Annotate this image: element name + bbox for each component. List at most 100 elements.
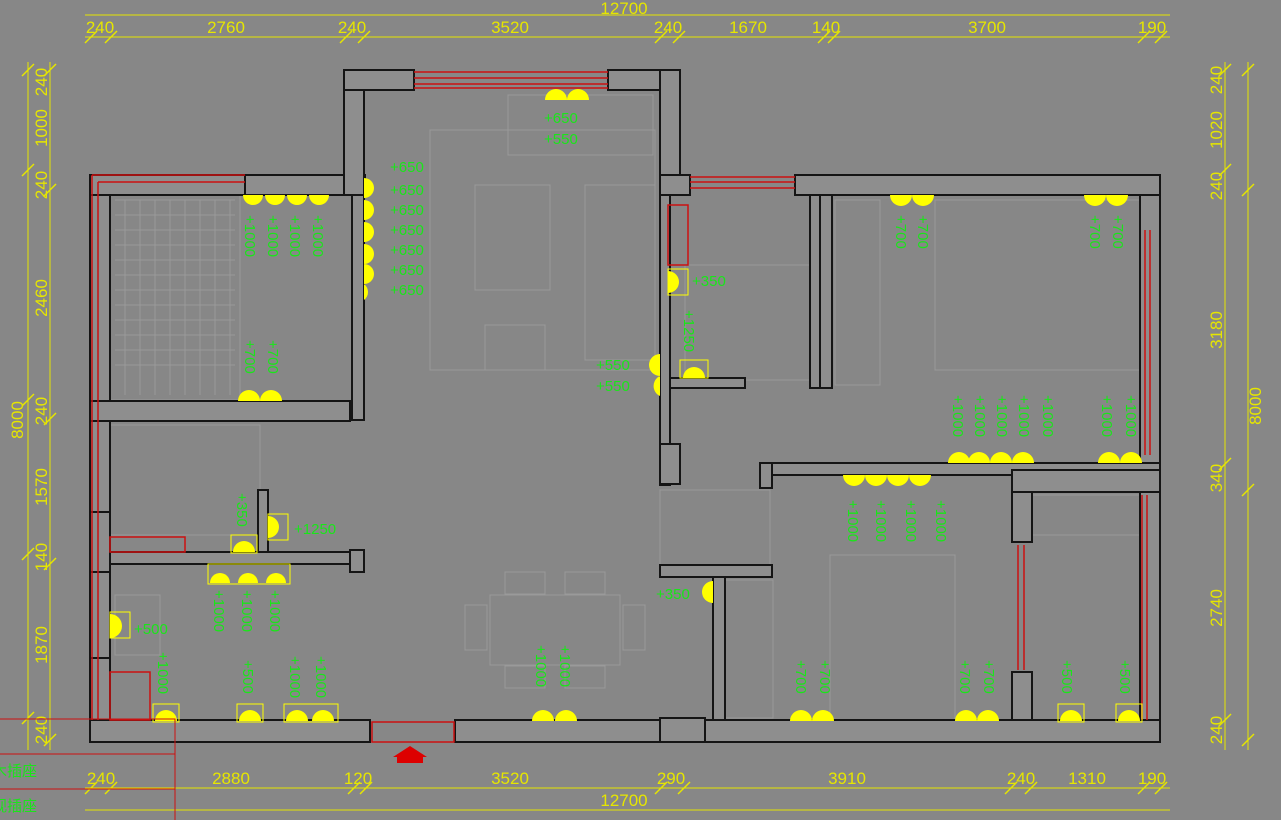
half-circle-socket-icon xyxy=(265,195,285,205)
dim-right-total: 8000 xyxy=(1246,387,1265,425)
socket-label: +1000 xyxy=(154,652,171,694)
socket-label: +1000 xyxy=(949,395,966,437)
dim-top-total: 12700 xyxy=(600,0,647,18)
dim-left-total: 8000 xyxy=(8,401,27,439)
dim-top-seg: 240 xyxy=(654,18,682,37)
socket-label: +550 xyxy=(596,357,630,374)
socket-label: +1250 xyxy=(294,521,336,538)
dimension-lines xyxy=(21,14,1255,811)
legend-line-2: 视插座 xyxy=(0,798,37,815)
socket-labels: +650 +550 +650 +650 +650 +650 +650 +650 … xyxy=(134,110,1139,698)
socket-label: +700 xyxy=(1109,215,1126,249)
dim-left-seg: 2460 xyxy=(32,279,51,317)
dim-bottom-seg: 1310 xyxy=(1068,769,1106,788)
dim-bottom-seg: 190 xyxy=(1138,769,1166,788)
socket-label: +650 xyxy=(544,110,578,127)
dim-left-seg: 240 xyxy=(32,397,51,425)
socket-label: +1000 xyxy=(844,500,861,542)
dim-bottom-seg: 240 xyxy=(87,769,115,788)
dim-right-seg: 1020 xyxy=(1207,111,1226,149)
half-circle-socket-icon xyxy=(955,710,977,721)
window-balcony xyxy=(414,71,608,89)
half-circle-socket-icon xyxy=(364,222,374,242)
socket-label: +1000 xyxy=(266,590,283,632)
dimensions-top: 12700 240 2760 240 3520 240 1670 140 370… xyxy=(86,0,1166,37)
half-circle-socket-icon xyxy=(364,264,374,284)
socket-label: +700 xyxy=(792,660,809,694)
half-circle-socket-icon xyxy=(843,475,865,486)
socket-label: +700 xyxy=(241,340,258,374)
walls-layer xyxy=(89,69,1161,743)
socket-label: +350 xyxy=(656,586,690,603)
half-circle-socket-icon xyxy=(1012,452,1034,463)
dim-left-seg: 240 xyxy=(32,171,51,199)
dimensions-bottom: 240 2880 120 3520 290 3910 240 1310 190 … xyxy=(87,769,1166,810)
half-circle-socket-icon xyxy=(990,452,1012,463)
legend-line-1: 木插座 xyxy=(0,763,37,780)
half-circle-socket-icon xyxy=(890,195,912,206)
socket-kitchen-group xyxy=(109,513,339,723)
socket-bath2-group xyxy=(955,703,1143,723)
dim-left-seg: 1870 xyxy=(32,626,51,664)
half-circle-socket-icon xyxy=(364,284,368,300)
dim-top-seg: 3700 xyxy=(968,18,1006,37)
socket-label: +650 xyxy=(390,202,424,219)
window-bath2 xyxy=(1017,545,1025,670)
socket-bed1-group xyxy=(890,195,1034,463)
dimensions-left: 8000 240 1000 240 2460 240 1570 140 1870… xyxy=(8,68,51,744)
socket-label: +1000 xyxy=(1122,395,1139,437)
dim-top-seg: 3520 xyxy=(491,18,529,37)
socket-label: +1000 xyxy=(902,500,919,542)
dim-bottom-seg: 290 xyxy=(657,769,685,788)
dim-right-seg: 3180 xyxy=(1207,311,1226,349)
dim-left-seg: 1000 xyxy=(32,109,51,147)
legend: 木插座 视插座 xyxy=(0,718,176,820)
half-circle-socket-icon xyxy=(239,710,261,721)
half-circle-socket-icon xyxy=(887,475,909,486)
window-study xyxy=(91,174,245,720)
socket-label: +1000 xyxy=(264,215,281,257)
kitchen-stove xyxy=(109,536,186,553)
socket-label: +1000 xyxy=(556,645,573,687)
socket-label: +550 xyxy=(544,131,578,148)
half-circle-socket-icon xyxy=(567,89,589,100)
dim-top-seg: 140 xyxy=(812,18,840,37)
kitchen-sink xyxy=(109,671,151,721)
dim-top-seg: 1670 xyxy=(729,18,767,37)
dim-bottom-seg: 240 xyxy=(1007,769,1035,788)
socket-bath-group xyxy=(667,268,709,379)
socket-corridor-group xyxy=(649,354,713,603)
dim-top-seg: 240 xyxy=(86,18,114,37)
half-circle-socket-icon xyxy=(1120,452,1142,463)
half-circle-socket-icon xyxy=(268,516,279,538)
half-circle-socket-icon xyxy=(287,195,307,205)
socket-label: +1000 xyxy=(971,395,988,437)
half-circle-socket-icon xyxy=(364,178,374,198)
socket-label: +700 xyxy=(816,660,833,694)
dim-right-seg: 240 xyxy=(1207,66,1226,94)
half-circle-socket-icon xyxy=(155,710,177,721)
socket-label: +1000 xyxy=(1098,395,1115,437)
half-circle-socket-icon xyxy=(260,390,282,401)
half-circle-socket-icon xyxy=(532,710,554,721)
socket-dining-group xyxy=(532,710,577,721)
socket-label: +500 xyxy=(1058,660,1075,694)
dim-right-seg: 340 xyxy=(1207,464,1226,492)
socket-label: +1000 xyxy=(241,215,258,257)
socket-label: +650 xyxy=(390,262,424,279)
half-circle-socket-icon xyxy=(1098,452,1120,463)
socket-label: +1250 xyxy=(680,310,697,352)
window-bed1 xyxy=(690,176,795,189)
half-circle-socket-icon xyxy=(702,581,713,603)
half-circle-socket-icon xyxy=(312,710,334,721)
half-circle-socket-icon xyxy=(812,710,834,721)
socket-label: +1000 xyxy=(932,500,949,542)
socket-label: +1000 xyxy=(309,215,326,257)
socket-bed3-group xyxy=(790,475,931,721)
window-bed2 xyxy=(1144,230,1151,455)
half-circle-socket-icon xyxy=(110,614,122,638)
half-circle-socket-icon xyxy=(909,475,931,486)
socket-label: +1000 xyxy=(1039,395,1056,437)
half-circle-socket-icon xyxy=(1060,710,1082,721)
furniture-layer xyxy=(109,94,1143,721)
